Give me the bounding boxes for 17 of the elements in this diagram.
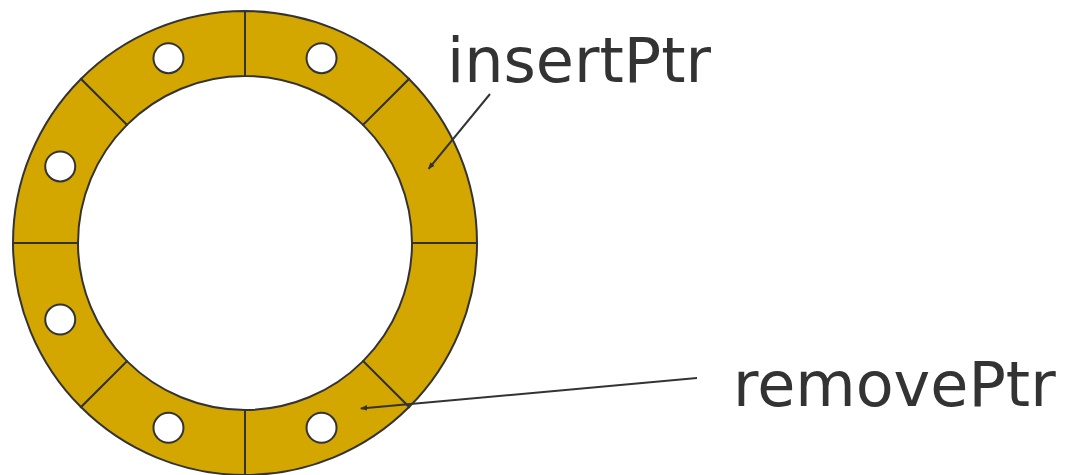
leader-arrow [359,377,698,411]
pointer-label: removePtr [733,354,1056,416]
buffer-slot [362,242,478,409]
item-circle [152,42,185,75]
buffer-slot [244,360,411,475]
buffer-slot [79,360,246,475]
item-circle [305,42,338,75]
pointer-label: insertPtr [447,30,711,92]
item-circle [305,411,338,444]
item-circle [152,411,185,444]
leader-arrow [427,93,491,170]
buffer-slot [79,10,246,126]
buffer-slot [244,10,411,126]
buffer-slot [12,77,128,244]
buffer-slot [12,242,128,409]
item-circle [44,150,77,183]
item-circle [44,303,77,336]
